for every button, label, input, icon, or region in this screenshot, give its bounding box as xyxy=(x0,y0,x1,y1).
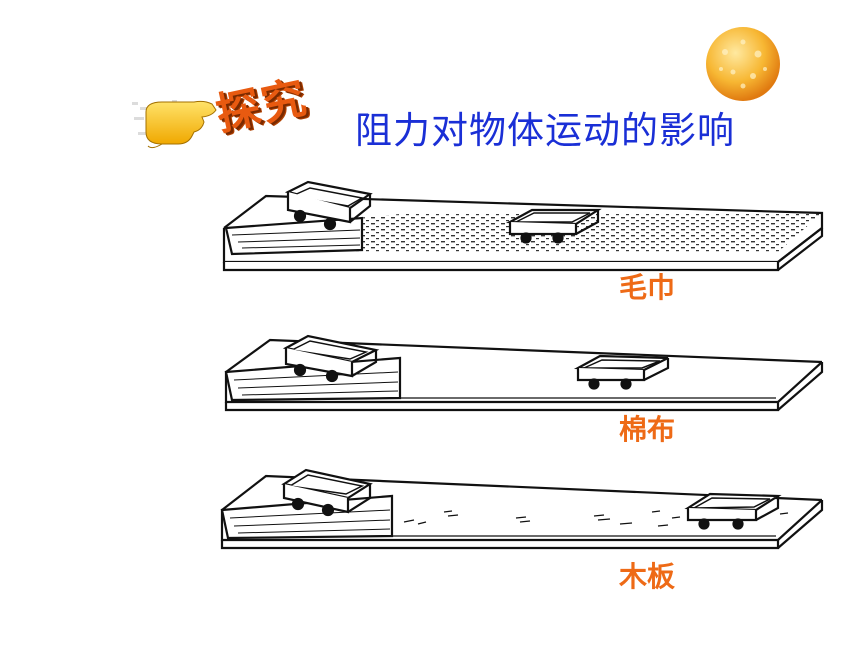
track-towel xyxy=(222,180,824,272)
sun-icon xyxy=(706,27,780,101)
pointing-hand-icon xyxy=(132,100,217,149)
track-cotton xyxy=(224,334,824,412)
cart xyxy=(684,492,782,530)
cart xyxy=(573,354,670,390)
cart xyxy=(282,334,380,383)
surface-label-cotton: 棉布 xyxy=(619,413,676,446)
track-wood xyxy=(220,468,824,550)
cart xyxy=(284,180,373,231)
cart xyxy=(505,208,602,244)
page-title: 阻力对物体运动的影响 xyxy=(355,109,735,152)
cart xyxy=(281,468,373,517)
surface-label-wood: 木板 xyxy=(619,560,676,593)
surface-label-towel: 毛巾 xyxy=(619,271,676,304)
